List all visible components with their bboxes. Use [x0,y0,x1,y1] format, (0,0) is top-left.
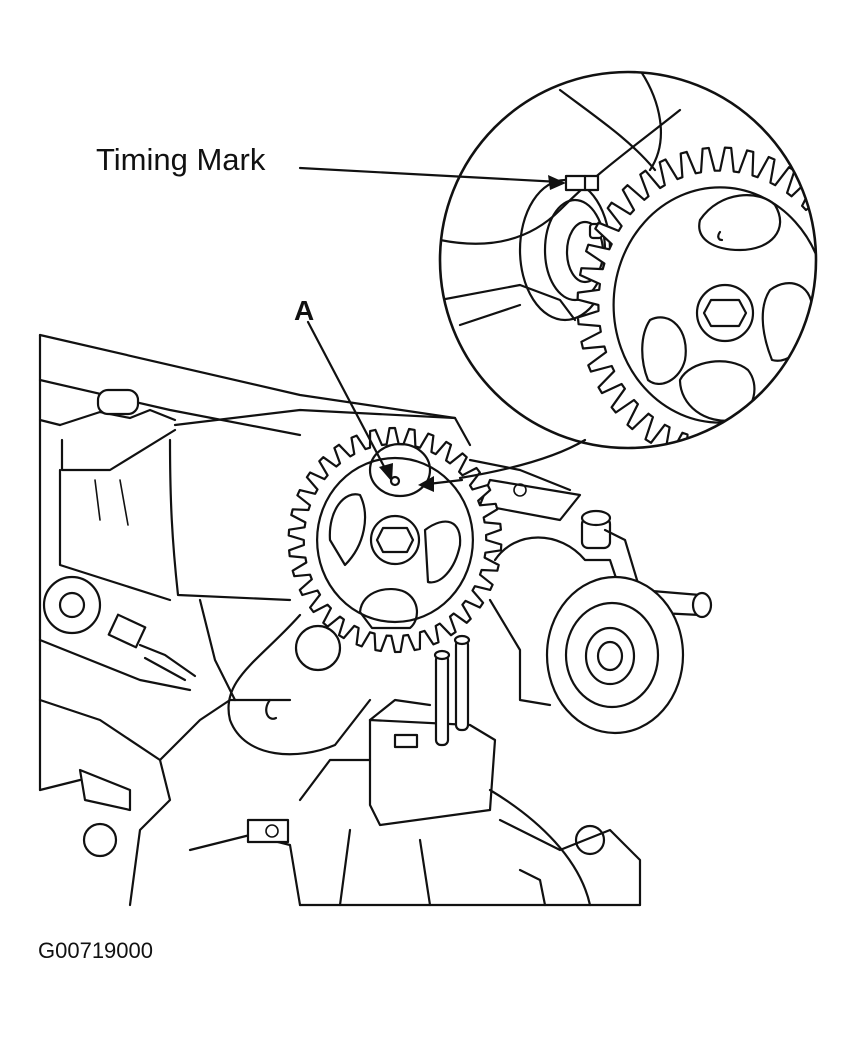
callout-a-leader [306,320,393,482]
timing-mark-notch [564,174,600,192]
gear-mark-a [389,475,401,487]
magnified-detail-view [438,70,818,450]
detail-connector-line [458,438,587,480]
gear-mark-arrow [418,476,464,492]
timing-mark-leader [298,166,566,190]
camshaft-gear [287,426,503,654]
callout-a-label: A [294,295,314,326]
idler-pulley [545,575,685,735]
main-gear-rim [316,456,475,624]
engine-block-art [38,333,713,907]
figure-code-label: G00719000 [38,938,153,963]
timing-mark-label: Timing Mark [96,142,266,177]
